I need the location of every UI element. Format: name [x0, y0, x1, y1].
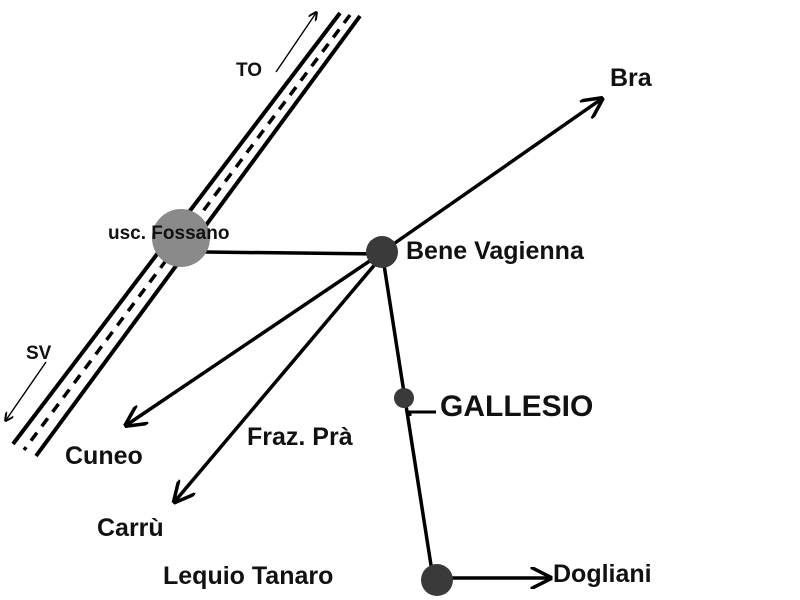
road-to-bra: [380, 100, 600, 254]
bene-vagienna-node: [366, 236, 398, 268]
highway-sv-label: SV: [26, 343, 52, 364]
carru-label: Carrù: [97, 514, 164, 542]
sv-direction-arrow: [6, 361, 47, 420]
exit-fossano-node: [152, 209, 210, 267]
lequio-tanaro-label: Lequio Tanaro: [163, 562, 333, 590]
gallesio-label: GALLESIO: [440, 390, 593, 423]
road-to-carru: [176, 254, 384, 500]
bene-vagienna-label: Bene Vagienna: [406, 237, 585, 265]
gallesio-node: [394, 388, 414, 408]
road-fossano-bene-vagienna: [204, 250, 383, 256]
dogliani-label: Dogliani: [553, 560, 652, 588]
highway-to-label: TO: [236, 60, 262, 81]
roads: [128, 100, 600, 578]
road-bene-vagienna-lequio: [380, 251, 435, 579]
bra-label: Bra: [610, 64, 653, 92]
lequio-tanaro-node: [421, 564, 453, 596]
gallesio-connector: [408, 410, 436, 416]
fraz-pra-label: Fraz. Prà: [247, 423, 353, 451]
to-direction-arrow: [275, 13, 316, 73]
exit-fossano-label: usc. Fossano: [108, 223, 229, 244]
cuneo-label: Cuneo: [65, 442, 143, 470]
road-to-cuneo: [128, 252, 381, 424]
